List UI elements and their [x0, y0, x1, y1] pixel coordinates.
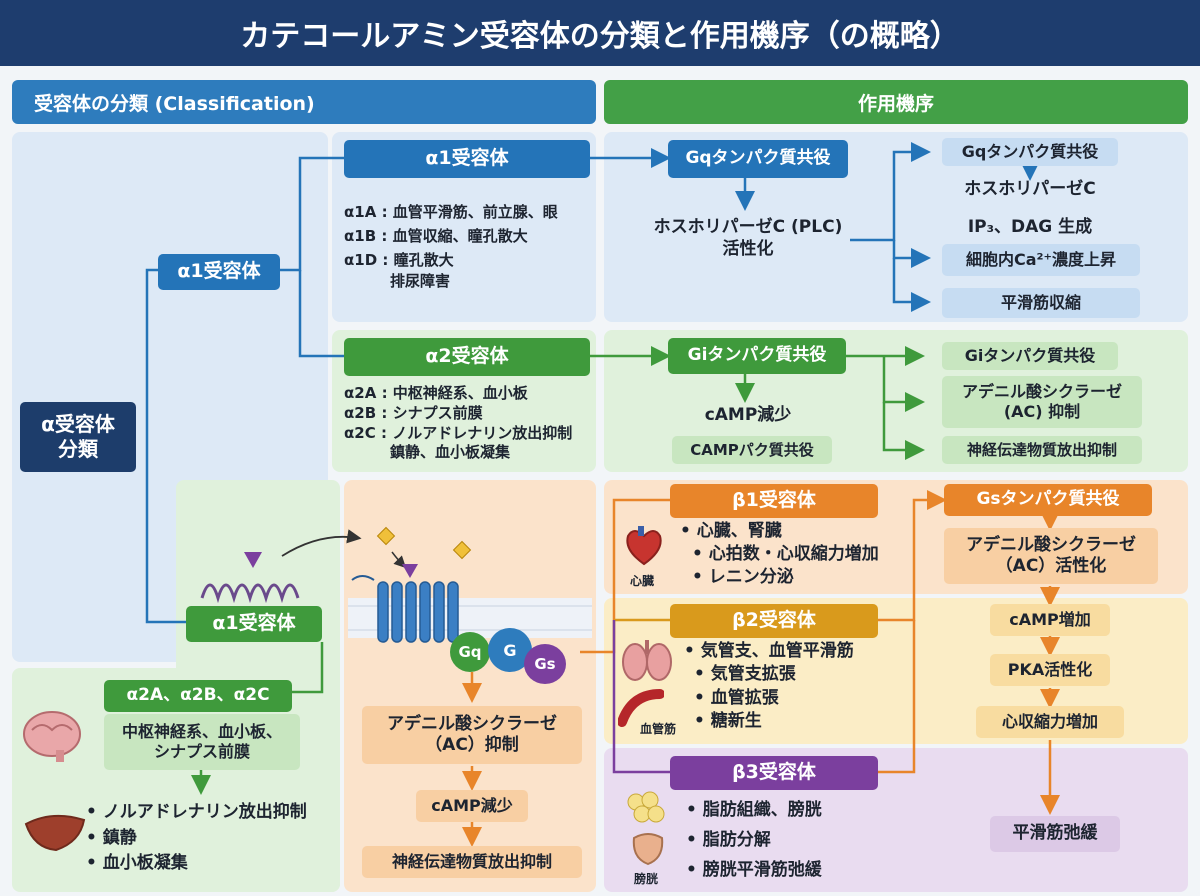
gq-step-plc: ホスホリパーゼC: [964, 179, 1096, 199]
beta1-list: • 心臓、腎臓 • 心拍数・心収縮力増加 • レニン分泌: [680, 520, 879, 589]
alpha1-subtypes: α1A : 血管平滑筋、前立腺、眼 α1B : 血管収縮、瞳孔散大 α1D : …: [344, 202, 558, 292]
gi-camp-decrease: cAMP減少: [704, 405, 792, 425]
beta1-title: β1受容体: [670, 484, 878, 518]
mechanism-header: 作用機序: [604, 80, 1188, 124]
alpha1b-item: α1B : 血管収縮、瞳孔散大: [344, 227, 528, 245]
membrane-ac-line1: アデニル酸シクラーゼ: [387, 713, 557, 734]
gi-protein-box: Giタンパク質共役: [668, 338, 846, 374]
beta3-item-2: • 脂肪分解: [686, 829, 771, 850]
gq-step-ip3: IP₃、DAG 生成: [967, 217, 1093, 237]
beta3-item-3: • 膀胱平滑筋弛緩: [686, 859, 822, 880]
beta2-item-3: • 血管拡張: [694, 687, 779, 708]
classification-header: 受容体の分類 (Classification): [12, 80, 596, 124]
lungs-icon: [620, 638, 674, 686]
alpha1-bottom-node: α1受容体: [186, 606, 322, 642]
membrane-ac-line2: （AC）抑制: [425, 735, 519, 755]
alpha2c-item: α2C : ノルアドレナリン放出抑制: [344, 423, 573, 442]
beta1-item-2: • 心拍数・心収縮力増加: [692, 543, 879, 564]
gs-protein-box: Gsタンパク質共役: [944, 484, 1152, 516]
alpha2-desc1: 中枢神経系、血小板、: [121, 722, 282, 741]
bladder-label: 膀胱: [634, 872, 659, 886]
brain-icon: [20, 708, 84, 768]
effect-platelet: • 血小板凝集: [86, 853, 188, 873]
alpha1-left-node: α1受容体: [158, 254, 280, 290]
heart-label: 心臓: [630, 574, 655, 588]
alpha2-subtypes: α2A : 中枢神経系、血小板 α2B : シナプス前膜 α2C : ノルアドレ…: [344, 384, 572, 463]
alpha2-bottom-title: α2A、α2B、α2C: [104, 680, 292, 712]
page-title: カテコールアミン受容体の分類と作用機序（の概略）: [0, 0, 1200, 66]
gi-step-release: 神経伝達物質放出抑制: [942, 436, 1142, 464]
gi-camp-note: CAMPパク質共役: [672, 436, 832, 464]
alpha1a-item: α1A : 血管平滑筋、前立腺、眼: [344, 203, 558, 221]
alpha-root-node: α受容体 分類: [20, 402, 136, 472]
alpha2-effects-list: • ノルアドレナリン放出抑制 • 鎮静 • 血小板凝集: [86, 800, 307, 877]
gs-camp-box: cAMP増加: [990, 604, 1110, 636]
gq-subunit: Gq: [450, 632, 490, 672]
alpha2-bottom-desc: 中枢神経系、血小板、 シナプス前膜: [104, 714, 300, 770]
alpha2b-item: α2B : シナプス前膜: [344, 403, 483, 422]
beta3-item-1: • 脂肪組織、膀胱: [686, 800, 822, 820]
beta2-list: • 気管支、血管平滑筋 • 気管支拡張 • 血管拡張 • 糖新生: [684, 640, 854, 734]
vessel-label: 血管筋: [640, 722, 677, 736]
alpha1-title: α1受容体: [344, 140, 590, 178]
beta2-item-1: • 気管支、血管平滑筋: [684, 641, 854, 661]
liver-icon: [22, 810, 88, 858]
heart-icon: [622, 524, 666, 572]
gi-ac-line2: (AC) 抑制: [1003, 402, 1081, 421]
plc-activation: ホスホリパーゼC (PLC) 活性化: [634, 216, 862, 260]
gs-ac-line1: アデニル酸シクラーゼ: [966, 534, 1136, 555]
gi-ac-line1: アデニル酸シクラーゼ: [961, 382, 1122, 401]
membrane-ac-box: アデニル酸シクラーゼ （AC）抑制: [362, 706, 582, 764]
gi-step-ac: アデニル酸シクラーゼ (AC) 抑制: [942, 376, 1142, 428]
beta3-list: • 脂肪組織、膀胱 • 脂肪分解 • 膀胱平滑筋弛緩: [686, 796, 822, 885]
alpha1-receptor-icon: [200, 552, 300, 604]
alpha2c-item-2: 鎮静、血小板凝集: [390, 443, 511, 462]
beta1-item-1: • 心臓、腎臓: [680, 521, 782, 541]
fat-icon: [624, 790, 668, 828]
alpha2a-item: α2A : 中枢神経系、血小板: [344, 384, 528, 402]
gs-ac-line2: （AC）活性化: [995, 556, 1107, 576]
alpha1d-item: α1D : 瞳孔散大: [344, 251, 454, 269]
gq-step-protein: Gqタンパク質共役: [942, 138, 1118, 166]
gs-contraction-box: 心収縮力増加: [976, 706, 1124, 738]
alpha1d-item-2: 排尿障害: [390, 272, 451, 290]
root-line1: α受容体: [41, 412, 115, 436]
beta1-item-3: • レニン分泌: [692, 566, 794, 587]
plc-line1: ホスホリパーゼC (PLC): [653, 217, 843, 237]
membrane-release-box: 神経伝達物質放出抑制: [362, 846, 582, 878]
membrane-illustration: [348, 526, 592, 643]
gs-pka-box: PKA活性化: [990, 654, 1110, 686]
effect-sedation: • 鎮静: [86, 827, 137, 848]
beta3-title: β3受容体: [670, 756, 878, 790]
membrane-camp-box: cAMP減少: [416, 790, 528, 822]
alpha2-desc2: シナプス前膜: [153, 742, 250, 761]
gq-protein-box: Gqタンパク質共役: [668, 140, 848, 178]
vessel-icon: [617, 688, 665, 732]
gs-subunit: Gs: [524, 644, 566, 684]
gi-step-protein: Giタンパク質共役: [942, 342, 1118, 370]
beta2-item-4: • 糖新生: [694, 711, 762, 732]
gs-relax-box: 平滑筋弛緩: [990, 816, 1120, 852]
beta2-item-2: • 気管支拡張: [694, 664, 796, 685]
gq-step-calcium: 細胞内Ca²⁺濃度上昇: [942, 244, 1140, 276]
effect-ne-release: • ノルアドレナリン放出抑制: [86, 802, 307, 822]
alpha2-title: α2受容体: [344, 338, 590, 376]
plc-line2: 活性化: [722, 239, 774, 260]
bladder-icon: [628, 828, 668, 872]
gq-step-contraction: 平滑筋収縮: [942, 288, 1140, 318]
gs-ac-box: アデニル酸シクラーゼ （AC）活性化: [944, 528, 1158, 584]
root-line2: 分類: [58, 437, 98, 461]
beta2-title: β2受容体: [670, 604, 878, 638]
